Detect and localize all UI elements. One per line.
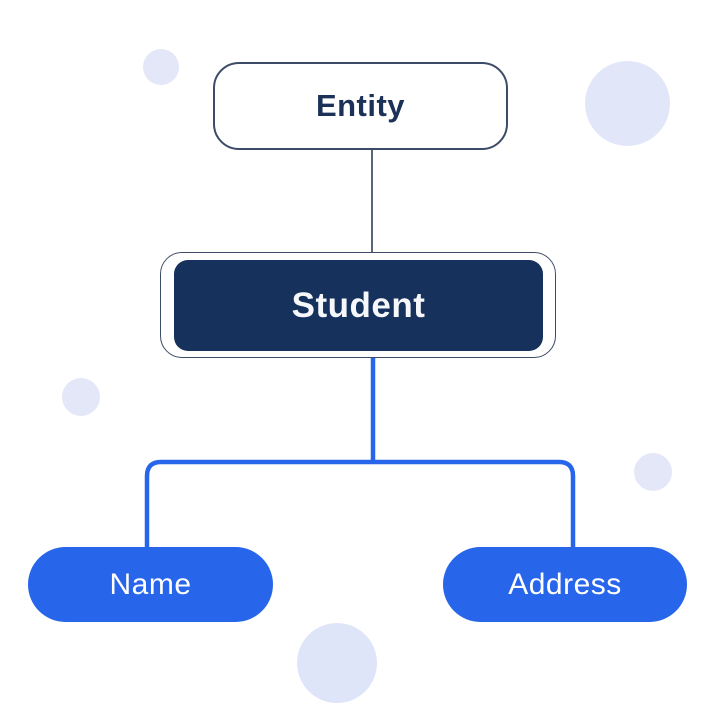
node-attribute-name-label: Name [109, 567, 192, 601]
decor-circle-mid-left [62, 378, 100, 416]
decor-circle-top-left [143, 49, 179, 85]
node-attribute-address: Address [443, 547, 687, 622]
decor-circle-top-right [585, 61, 670, 146]
node-attribute-name: Name [28, 547, 273, 622]
decor-circle-bottom-center [297, 623, 377, 703]
connector-branch-bar [144, 459, 576, 548]
node-entity: Entity [213, 62, 508, 150]
node-student-frame: Student [160, 252, 556, 358]
node-entity-label: Entity [315, 88, 406, 123]
node-student: Student [174, 260, 543, 351]
decor-circle-mid-right [634, 453, 672, 491]
node-attribute-address-label: Address [508, 567, 622, 601]
node-student-label: Student [291, 285, 426, 325]
